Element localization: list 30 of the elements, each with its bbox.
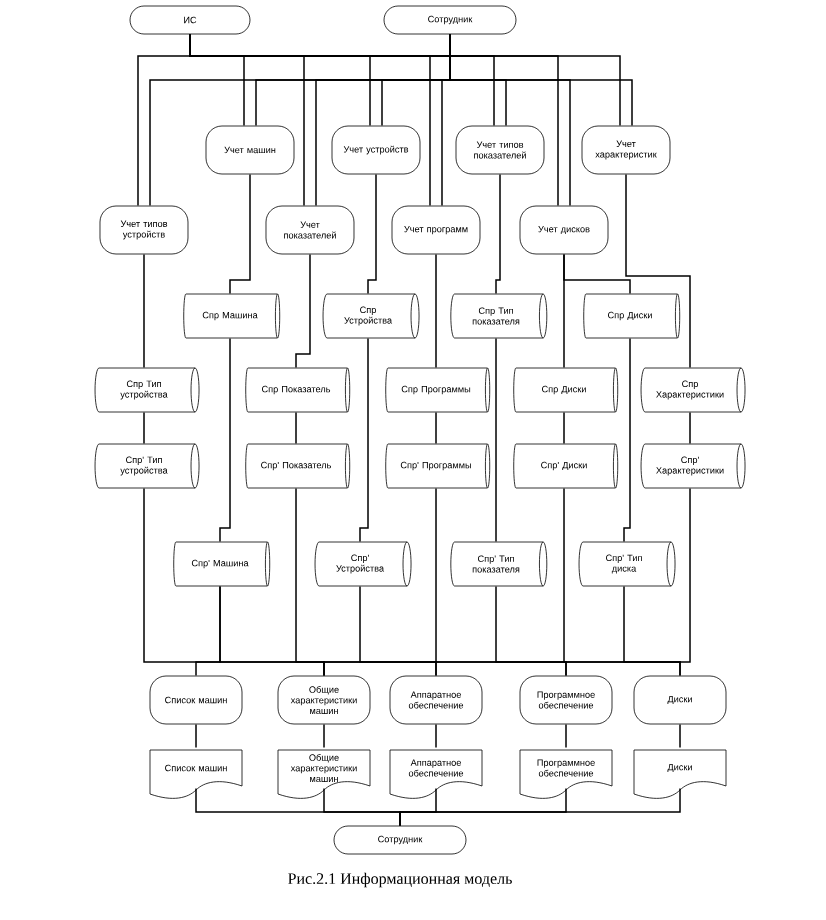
connector-line [435,253,437,369]
connector-line [195,723,197,749]
connector-line [143,487,437,677]
connector-line [189,33,559,207]
connector-line [295,253,311,369]
connector-line [399,787,681,827]
connector-line [623,585,681,677]
connector-line [295,411,297,445]
connector-line [219,337,231,543]
connector-line [565,723,567,749]
connector-line [623,337,631,543]
connector-line [563,411,565,445]
connector-line [323,723,325,749]
connector-line [323,487,691,677]
connector-line [143,253,145,369]
connector-line [229,173,251,295]
connector-line [495,173,501,295]
connector-line [359,337,369,543]
connector-line [679,723,681,749]
connector-line [495,585,567,677]
connector-line [689,411,691,445]
connector-line [449,33,571,207]
connector-line [495,337,497,543]
connector-line [625,173,691,369]
connector-line [143,411,145,445]
connector-line [435,723,437,749]
connector-line [563,253,565,369]
connector-line [367,173,377,295]
caption: Рис.2.1 Информационная модель [288,872,512,888]
connector-line [435,411,437,445]
